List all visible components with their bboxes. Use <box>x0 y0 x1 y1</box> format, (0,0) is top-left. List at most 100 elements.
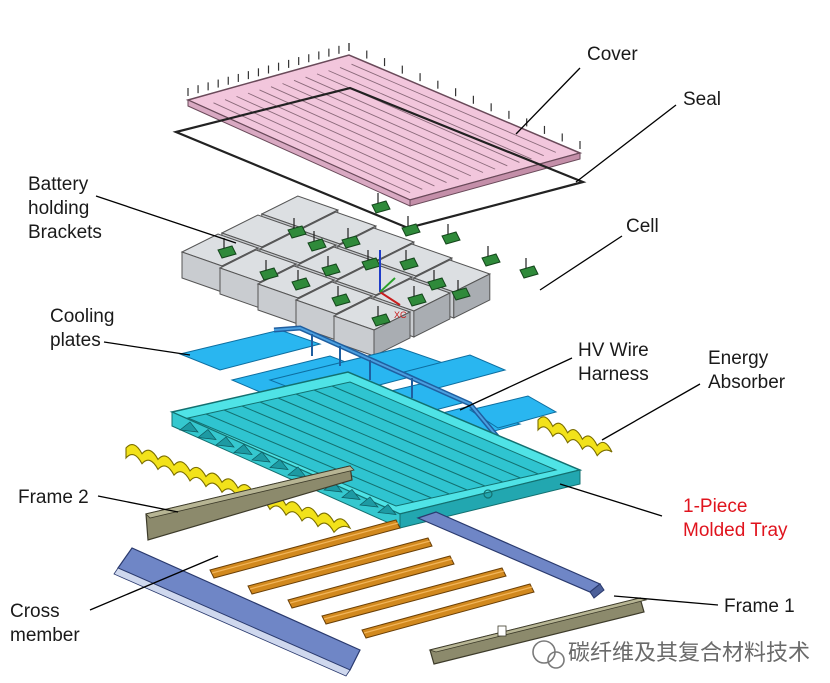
cover-rib <box>351 63 557 153</box>
tray-web <box>341 489 361 500</box>
bracket-body <box>291 277 311 291</box>
bracket-body <box>321 263 341 277</box>
label-energy-1: Energy <box>708 348 769 369</box>
cover-rib <box>293 79 496 170</box>
battery-bracket <box>371 306 391 327</box>
axis-label: XC <box>394 310 407 320</box>
battery-bracket <box>371 193 391 214</box>
cross-member-highlight <box>249 540 431 590</box>
battery-bracket <box>217 238 237 259</box>
bracket-body <box>481 253 501 267</box>
bracket-body <box>451 287 471 301</box>
label-cell: Cell <box>626 216 659 237</box>
label-frame-2: Frame 2 <box>18 487 89 508</box>
label-cover: Cover <box>587 44 638 65</box>
cross-member-body <box>247 537 433 595</box>
cover-rib <box>213 102 411 194</box>
battery-bracket <box>451 280 471 301</box>
seal <box>172 86 587 230</box>
energy-absorber-right <box>537 416 614 457</box>
label-hv-1: HV Wire <box>578 340 649 361</box>
label-hv-2: Harness <box>578 364 649 385</box>
bracket-body <box>427 277 447 291</box>
bracket-body <box>341 235 361 249</box>
battery-brackets-group <box>217 193 539 327</box>
battery-bracket <box>401 216 421 237</box>
cover <box>185 43 583 207</box>
battery-bracket <box>399 250 419 271</box>
cover-rib <box>328 70 532 160</box>
tray-rib <box>331 385 539 475</box>
battery-bracket <box>441 224 461 245</box>
battery-bracket <box>519 258 539 279</box>
bottom-side-rail <box>113 547 361 677</box>
cross-member <box>247 537 433 595</box>
battery-bracket <box>321 256 341 277</box>
battery-bracket <box>331 286 351 307</box>
cross-member-highlight <box>323 570 505 620</box>
cover-rib <box>247 92 447 183</box>
bracket-body <box>307 238 327 252</box>
energy-absorber-left <box>125 443 352 534</box>
label-seal: Seal <box>683 89 721 110</box>
label-cross-1: Cross <box>10 601 60 622</box>
cell-module-group <box>180 195 492 357</box>
tray-rib <box>295 393 503 483</box>
tray-rib <box>205 413 414 503</box>
battery-bracket <box>427 270 447 291</box>
battery-bracket <box>307 231 327 252</box>
bracket-body <box>401 223 421 237</box>
tray-rib <box>241 405 450 495</box>
battery-bracket <box>341 228 361 249</box>
cell-front <box>373 311 411 357</box>
part-labels: Cover Seal Battery holding Brackets Cell… <box>10 44 795 646</box>
label-frame-1: Frame 1 <box>724 596 795 617</box>
cross-member-body <box>287 555 455 609</box>
cross-member <box>321 567 507 625</box>
bracket-body <box>399 257 419 271</box>
cross-member <box>287 555 455 609</box>
bracket-body <box>407 293 427 307</box>
leader-lines <box>89 67 719 611</box>
label-tray-2: Molded Tray <box>683 520 788 541</box>
bracket-body <box>371 313 391 327</box>
bracket-body <box>331 293 351 307</box>
cover-rib <box>259 89 459 180</box>
bracket-body <box>287 225 307 239</box>
cell-front <box>453 273 491 319</box>
tray-web <box>233 444 253 455</box>
label-brackets-1: Battery <box>28 174 89 195</box>
tray-web <box>215 436 235 448</box>
battery-bracket <box>407 286 427 307</box>
label-energy-2: Absorber <box>708 372 786 393</box>
tray-rib <box>259 401 468 491</box>
cross-member-highlight <box>211 522 399 574</box>
tray-rib <box>313 389 521 479</box>
label-brackets-2: holding <box>28 198 89 219</box>
tray-web <box>269 459 289 470</box>
cross-member <box>361 583 535 639</box>
wechat-icon <box>532 640 565 669</box>
label-cooling-1: Cooling <box>50 306 114 327</box>
tray-web <box>377 504 397 515</box>
tray-web <box>359 496 379 508</box>
cover-rib <box>236 95 435 187</box>
tray-web <box>179 421 199 433</box>
hv-wire-harness <box>273 325 502 442</box>
cross-member-body <box>361 583 535 639</box>
cross-member-highlight <box>289 558 453 604</box>
cross-member-highlight <box>363 586 533 634</box>
bracket-body <box>371 200 391 214</box>
frame-2 <box>145 465 355 541</box>
cover-rib <box>339 67 544 157</box>
cross-member <box>209 519 401 579</box>
bracket-body <box>519 265 539 279</box>
molded-tray <box>169 371 583 529</box>
cross-member-body <box>209 519 401 579</box>
bracket-body <box>217 245 237 259</box>
frame-1 <box>428 597 648 665</box>
cover-rib <box>224 99 423 190</box>
tray-web <box>197 429 217 440</box>
frame-1-rail <box>416 511 605 599</box>
battery-bracket <box>481 246 501 267</box>
